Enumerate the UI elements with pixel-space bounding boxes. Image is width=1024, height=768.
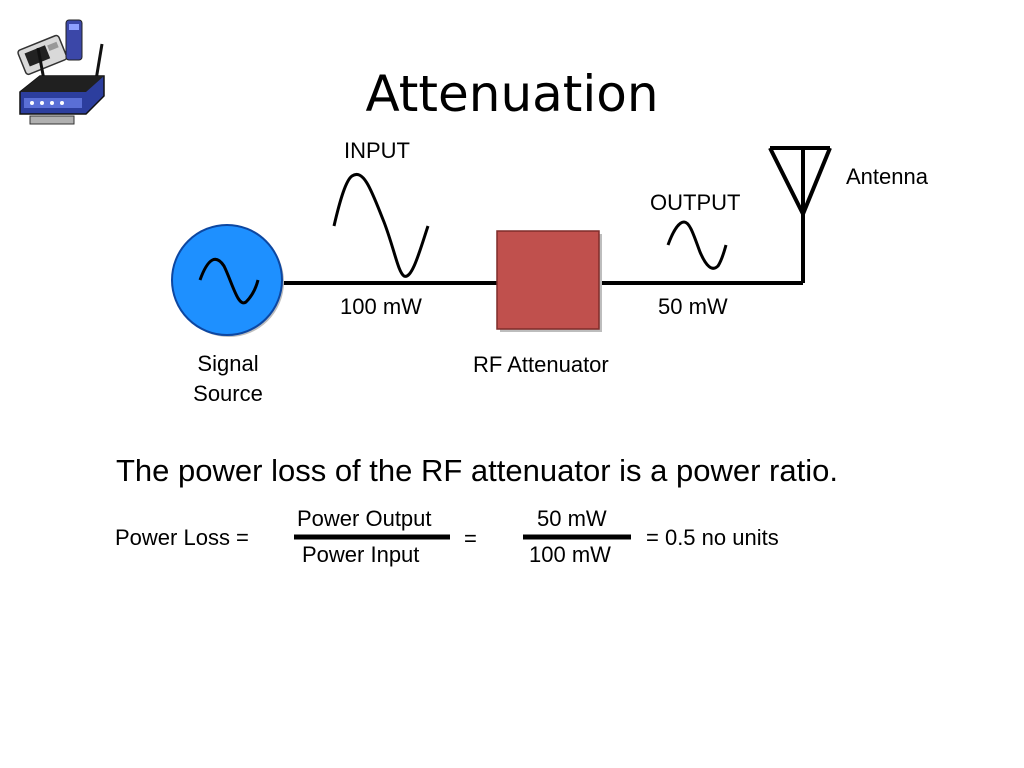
signal-source-label: Signal Source	[168, 351, 288, 407]
input-power-label: 100 mW	[340, 294, 422, 319]
signal-source	[171, 224, 284, 337]
output-label: OUTPUT	[650, 190, 741, 215]
antenna-icon	[768, 146, 832, 215]
antenna-label: Antenna	[846, 164, 928, 189]
input-waveform	[332, 173, 430, 278]
output-waveform	[666, 220, 728, 270]
fraction1-denominator: Power Input	[302, 542, 420, 567]
signal-source-label-line1: Signal	[197, 351, 259, 376]
input-label: INPUT	[344, 138, 410, 163]
equation-result: = 0.5 no units	[646, 525, 779, 550]
sine-wave-icon	[198, 257, 260, 305]
power-ratio-statement: The power loss of the RF attenuator is a…	[116, 453, 838, 488]
equals-sign: =	[464, 526, 477, 551]
rf-attenuator	[496, 230, 602, 332]
output-power-label: 50 mW	[658, 294, 728, 319]
fraction2-denominator: 100 mW	[529, 542, 611, 567]
wireless-router-logo-icon	[17, 19, 105, 125]
fraction1-numerator: Power Output	[297, 506, 432, 531]
slide-title: Attenuation	[365, 65, 659, 123]
equation-lhs: Power Loss =	[115, 525, 249, 550]
rf-attenuator-label: RF Attenuator	[473, 352, 609, 377]
fraction2-numerator: 50 mW	[537, 506, 607, 531]
signal-source-label-line2: Source	[193, 381, 263, 406]
